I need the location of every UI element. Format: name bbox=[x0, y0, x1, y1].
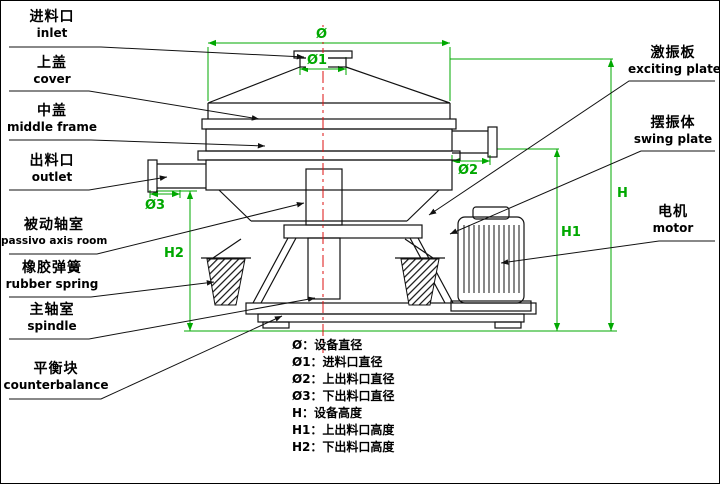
body-band bbox=[205, 159, 453, 191]
leader-exciting-plate bbox=[428, 80, 715, 216]
spindle-housing bbox=[307, 237, 341, 300]
dim-h2-label: H2 bbox=[163, 246, 185, 261]
callout-inlet-zh: 进料口 bbox=[29, 9, 75, 25]
callout-counterbalance-en: counterbalance bbox=[3, 378, 109, 392]
callout-passive-axis-room: 被动轴室 passivo axis room bbox=[1, 217, 107, 249]
callout-passive-axis-room-en: passivo axis room bbox=[1, 235, 108, 247]
callout-outlet: 出料口 outlet bbox=[4, 153, 100, 185]
callout-counterbalance: 平衡块 counterbalance bbox=[1, 361, 111, 393]
foot-right bbox=[494, 321, 522, 329]
callout-middle-frame-en: middle frame bbox=[6, 120, 98, 134]
callout-rubber-spring-en: rubber spring bbox=[5, 277, 99, 291]
callout-exciting-plate-zh: 激振板 bbox=[650, 45, 696, 61]
spring-right bbox=[400, 258, 440, 306]
motor-base bbox=[450, 300, 532, 312]
lower-outlet-pipe bbox=[157, 163, 206, 189]
callout-cover-en: cover bbox=[33, 72, 71, 86]
leader-counterbalance bbox=[9, 315, 283, 400]
clamp-ring bbox=[201, 118, 457, 130]
lower-outlet-flange bbox=[147, 159, 158, 193]
dim-phi2-label: Ø2 bbox=[457, 163, 480, 178]
leader-passive-axis bbox=[9, 202, 305, 255]
leader-spindle bbox=[9, 296, 316, 340]
legend-item-h: H：设备高度 bbox=[292, 406, 363, 420]
legend-item-phi: Ø：设备直径 bbox=[292, 338, 363, 352]
callout-motor: 电机 motor bbox=[628, 204, 718, 236]
callout-rubber-spring: 橡胶弹簧 rubber spring bbox=[4, 260, 100, 292]
top-cone bbox=[207, 66, 451, 119]
machine-outline bbox=[147, 50, 537, 329]
leader-cover bbox=[9, 90, 260, 121]
legend-item-h2: H2：下出料口高度 bbox=[292, 440, 395, 454]
callout-counterbalance-zh: 平衡块 bbox=[33, 361, 79, 377]
callout-spindle-zh: 主轴室 bbox=[29, 302, 75, 318]
leader-inlet bbox=[9, 46, 305, 60]
leader-outlet bbox=[9, 175, 168, 191]
callout-inlet-en: inlet bbox=[36, 26, 68, 40]
dim-h-label: H bbox=[616, 186, 629, 201]
motor-drawing bbox=[450, 206, 532, 312]
callout-swing-plate-zh: 摆振体 bbox=[650, 115, 696, 131]
callout-rubber-spring-zh: 橡胶弹簧 bbox=[22, 260, 82, 276]
base-lower bbox=[257, 313, 525, 323]
exciting-plate-bar bbox=[283, 224, 423, 239]
upper-outlet-pipe bbox=[452, 130, 488, 154]
callout-middle-frame: 中盖 middle frame bbox=[4, 103, 100, 135]
dim-phi-label: Ø bbox=[315, 27, 329, 42]
callout-swing-plate: 摆振体 swing plate bbox=[628, 115, 718, 147]
leader-motor bbox=[500, 240, 715, 265]
callout-passive-axis-room-zh: 被动轴室 bbox=[24, 217, 84, 233]
leader-middle-frame bbox=[9, 139, 266, 149]
callout-outlet-en: outlet bbox=[31, 170, 73, 184]
lower-flange bbox=[197, 150, 461, 161]
callout-cover-zh: 上盖 bbox=[37, 55, 67, 71]
legend-item-phi3: Ø3：下出料口直径 bbox=[292, 389, 395, 403]
legend: Ø：设备直径 Ø1：进料口直径 Ø2：上出料口直径 Ø3：下出料口直径 H：设备… bbox=[292, 337, 395, 456]
callout-motor-zh: 电机 bbox=[658, 204, 688, 220]
base-upper bbox=[245, 302, 537, 315]
upper-outlet-flange bbox=[487, 126, 498, 158]
rubber-springs bbox=[206, 258, 440, 306]
dim-phi1-label: Ø1 bbox=[306, 53, 329, 68]
callout-exciting-plate: 激振板 exciting plate bbox=[628, 45, 720, 77]
leader-lines bbox=[9, 46, 715, 400]
callout-middle-frame-zh: 中盖 bbox=[37, 103, 67, 119]
callout-exciting-plate-en: exciting plate bbox=[628, 62, 720, 76]
motor-fins bbox=[463, 225, 520, 293]
callout-spindle: 主轴室 spindle bbox=[4, 302, 100, 334]
legend-item-phi1: Ø1：进料口直径 bbox=[292, 355, 383, 369]
passive-axis-housing bbox=[305, 168, 343, 226]
legend-item-h1: H1：上出料口高度 bbox=[292, 423, 395, 437]
spring-left bbox=[206, 258, 246, 306]
leader-swing-plate bbox=[449, 150, 715, 235]
motor-cap bbox=[472, 206, 510, 220]
callout-swing-plate-en: swing plate bbox=[633, 132, 713, 146]
callout-inlet: 进料口 inlet bbox=[4, 9, 100, 41]
middle-frame-band bbox=[205, 128, 453, 152]
dim-h1-label: H1 bbox=[560, 225, 582, 240]
callout-motor-en: motor bbox=[652, 221, 694, 235]
callout-cover: 上盖 cover bbox=[4, 55, 100, 87]
dim-phi3-label: Ø3 bbox=[144, 198, 167, 213]
callout-spindle-en: spindle bbox=[27, 319, 77, 333]
callout-outlet-zh: 出料口 bbox=[29, 153, 75, 169]
body-underside bbox=[218, 189, 440, 222]
legend-item-phi2: Ø2：上出料口直径 bbox=[292, 372, 395, 386]
leader-rubber-spring bbox=[9, 280, 215, 298]
